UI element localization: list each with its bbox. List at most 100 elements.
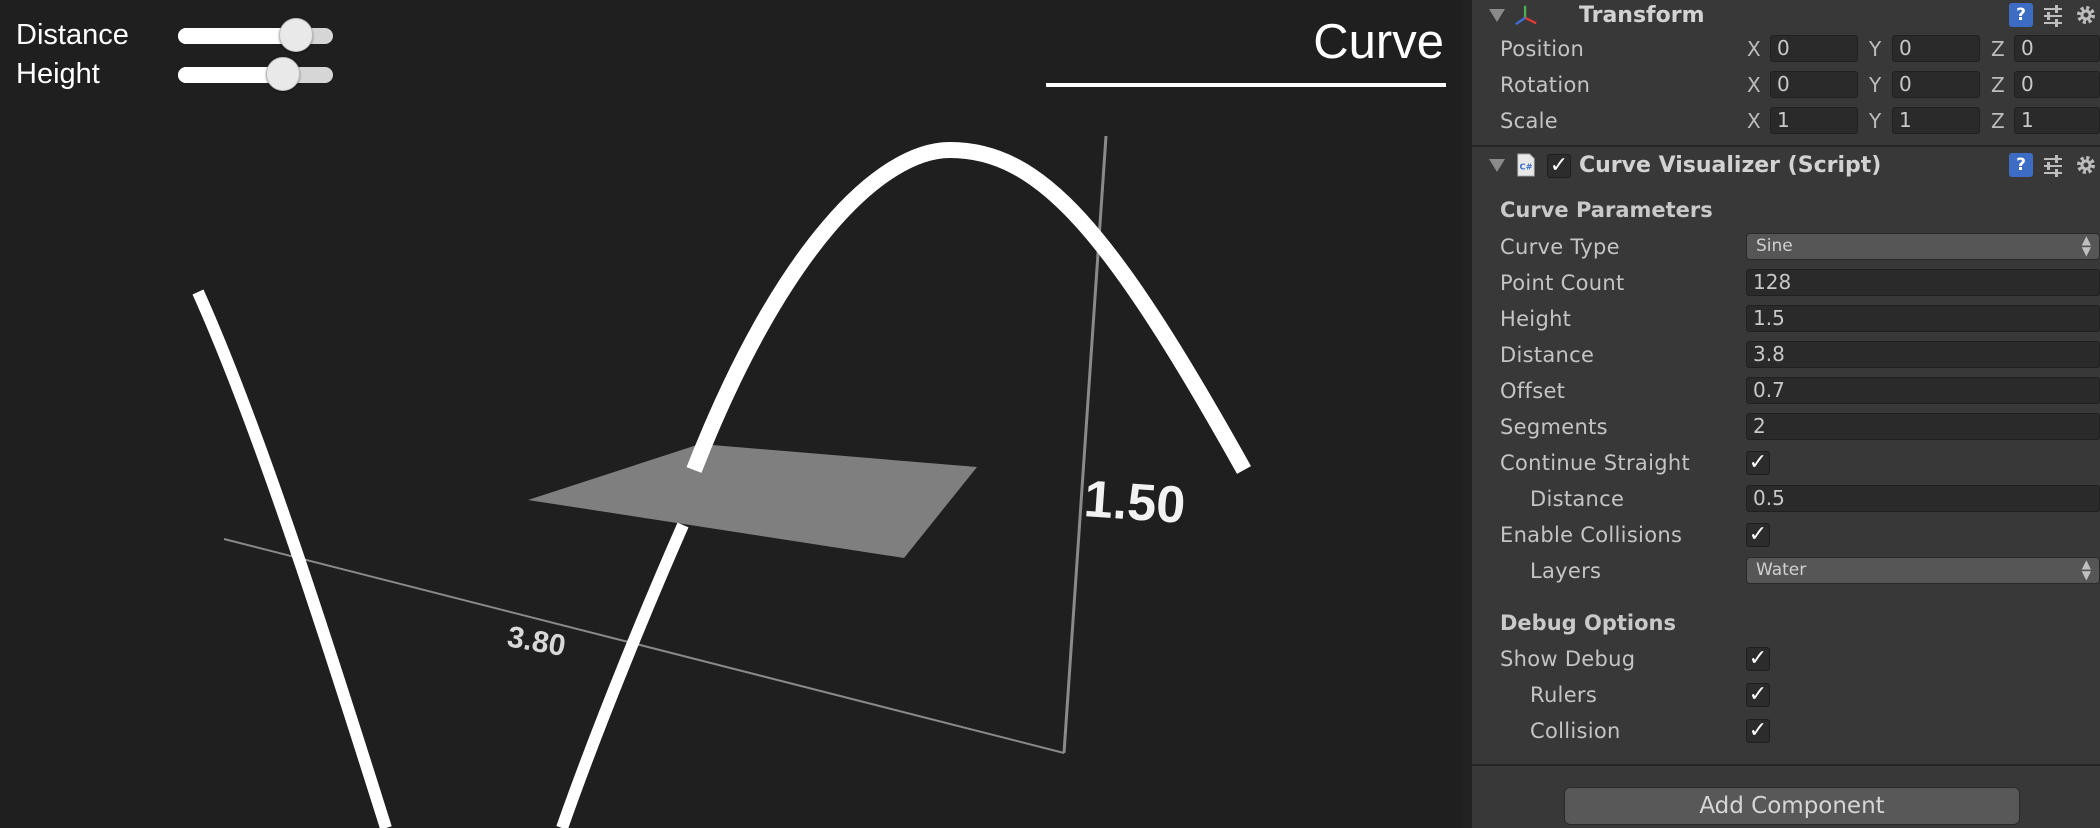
distance-ruler xyxy=(223,538,1065,754)
transform-axes-icon xyxy=(1515,5,1537,26)
collision-checkbox[interactable]: ✓ xyxy=(1746,719,1770,743)
position-x-field[interactable]: 0 xyxy=(1770,35,1858,62)
position-label: Position xyxy=(1500,37,1585,61)
rulers-row: Rulers ✓ xyxy=(1472,679,2100,711)
script-header[interactable]: C# ✓ Curve Visualizer (Script) ? xyxy=(1472,150,2100,184)
help-icon[interactable]: ? xyxy=(2009,153,2033,177)
curve-type-value: Sine xyxy=(1756,236,1793,256)
scale-x-label[interactable]: X xyxy=(1747,109,1761,133)
gear-icon[interactable] xyxy=(2074,153,2098,177)
rulers-checkbox[interactable]: ✓ xyxy=(1746,683,1770,707)
gear-icon[interactable] xyxy=(2074,3,2098,27)
scale-x-field[interactable]: 1 xyxy=(1770,107,1858,134)
preset-sliders-icon[interactable] xyxy=(2041,3,2065,27)
collision-label: Collision xyxy=(1530,719,1621,743)
rotation-x-field[interactable]: 0 xyxy=(1770,71,1858,98)
straight-distance-label: Distance xyxy=(1530,487,1625,511)
script-enabled-checkbox[interactable]: ✓ xyxy=(1547,154,1571,178)
debug-options-header: Debug Options xyxy=(1500,611,1676,635)
scale-y-field[interactable]: 1 xyxy=(1892,107,1980,134)
height-slider-handle[interactable] xyxy=(266,57,301,91)
show-debug-label: Show Debug xyxy=(1500,647,1636,671)
distance-label: Distance xyxy=(1500,343,1595,367)
curve-segment-lower xyxy=(556,522,689,828)
height-row: Height 1.5 xyxy=(1472,303,2100,335)
position-z-label[interactable]: Z xyxy=(1991,37,2005,61)
point-count-label: Point Count xyxy=(1500,271,1625,295)
segments-field[interactable]: 2 xyxy=(1746,413,2100,440)
scale-row: Scale X 1 Y 1 Z 1 xyxy=(1472,105,2100,137)
offset-row: Offset 0.7 xyxy=(1472,375,2100,407)
rotation-row: Rotation X 0 Y 0 Z 0 xyxy=(1472,69,2100,101)
offset-label: Offset xyxy=(1500,379,1566,403)
scene-viewport[interactable]: 3.80 1.50 Distance Height Curve xyxy=(0,0,1462,828)
distance-slider-label: Distance xyxy=(16,19,129,51)
scale-z-label[interactable]: Z xyxy=(1991,109,2005,133)
position-y-label[interactable]: Y xyxy=(1869,37,1882,61)
offset-field[interactable]: 0.7 xyxy=(1746,377,2100,404)
viewport-title: Curve xyxy=(1313,15,1444,69)
segments-label: Segments xyxy=(1500,415,1608,439)
continue-straight-label: Continue Straight xyxy=(1500,451,1690,475)
show-debug-checkbox[interactable]: ✓ xyxy=(1746,647,1770,671)
continue-straight-row: Continue Straight ✓ xyxy=(1472,447,2100,479)
distance-row: Distance 3.8 xyxy=(1472,339,2100,371)
height-slider[interactable] xyxy=(178,57,333,91)
scale-label: Scale xyxy=(1500,109,1558,133)
scale-z-field[interactable]: 1 xyxy=(2014,107,2100,134)
rotation-x-label[interactable]: X xyxy=(1747,73,1761,97)
layers-value: Water xyxy=(1756,560,1807,580)
height-field[interactable]: 1.5 xyxy=(1746,305,2100,332)
title-underline xyxy=(1046,83,1446,87)
height-slider-label: Height xyxy=(16,58,100,90)
point-count-field[interactable]: 128 xyxy=(1746,269,2100,296)
component-divider xyxy=(1472,145,2100,147)
dropdown-arrows-icon: ▲▼ xyxy=(2081,557,2091,582)
foldout-arrow-icon[interactable] xyxy=(1489,159,1505,172)
inspector-panel: Transform ? Position X 0 Y 0 Z 0 Rotatio… xyxy=(1462,0,2100,828)
scene-canvas: 3.80 1.50 xyxy=(192,135,1251,828)
foldout-arrow-icon[interactable] xyxy=(1489,9,1505,22)
layers-dropdown[interactable]: Water ▲▼ xyxy=(1746,557,2100,584)
curve-type-label: Curve Type xyxy=(1500,235,1620,259)
transform-header[interactable]: Transform ? xyxy=(1472,0,2100,34)
csharp-script-icon: C# xyxy=(1517,153,1535,177)
script-title: Curve Visualizer (Script) xyxy=(1579,153,1882,178)
distance-slider[interactable] xyxy=(178,18,333,52)
height-ruler-label: 1.50 xyxy=(1082,470,1187,535)
distance-field[interactable]: 3.8 xyxy=(1746,341,2100,368)
distance-slider-handle[interactable] xyxy=(278,18,313,52)
position-z-field[interactable]: 0 xyxy=(2014,35,2100,62)
help-icon[interactable]: ? xyxy=(2009,3,2033,27)
curve-type-dropdown[interactable]: Sine ▲▼ xyxy=(1746,233,2100,260)
curve-type-row: Curve Type Sine ▲▼ xyxy=(1472,231,2100,263)
layers-label: Layers xyxy=(1530,559,1602,583)
enable-collisions-checkbox[interactable]: ✓ xyxy=(1746,523,1770,547)
rotation-z-field[interactable]: 0 xyxy=(2014,71,2100,98)
component-divider xyxy=(1472,764,2100,766)
svg-text:C#: C# xyxy=(1520,162,1533,172)
segments-row: Segments 2 xyxy=(1472,411,2100,443)
continue-straight-checkbox[interactable]: ✓ xyxy=(1746,451,1770,475)
enable-collisions-label: Enable Collisions xyxy=(1500,523,1683,547)
rotation-z-label[interactable]: Z xyxy=(1991,73,2005,97)
position-y-field[interactable]: 0 xyxy=(1892,35,1980,62)
position-x-label[interactable]: X xyxy=(1747,37,1761,61)
rulers-label: Rulers xyxy=(1530,683,1598,707)
distance-slider-fill xyxy=(178,28,296,44)
scale-y-label[interactable]: Y xyxy=(1869,109,1882,133)
collision-row: Collision ✓ xyxy=(1472,715,2100,747)
collision-plane xyxy=(528,444,977,558)
dropdown-arrows-icon: ▲▼ xyxy=(2081,233,2091,258)
straight-distance-row: Distance 0.5 xyxy=(1472,483,2100,515)
distance-ruler-label: 3.80 xyxy=(505,620,568,663)
rotation-y-label[interactable]: Y xyxy=(1869,73,1882,97)
curve-segment-arc xyxy=(686,141,1251,474)
show-debug-row: Show Debug ✓ xyxy=(1472,643,2100,675)
position-row: Position X 0 Y 0 Z 0 xyxy=(1472,33,2100,65)
add-component-button[interactable]: Add Component xyxy=(1564,787,2020,825)
straight-distance-field[interactable]: 0.5 xyxy=(1746,485,2100,512)
curve-segment-left xyxy=(192,289,392,828)
rotation-y-field[interactable]: 0 xyxy=(1892,71,1980,98)
preset-sliders-icon[interactable] xyxy=(2041,153,2065,177)
